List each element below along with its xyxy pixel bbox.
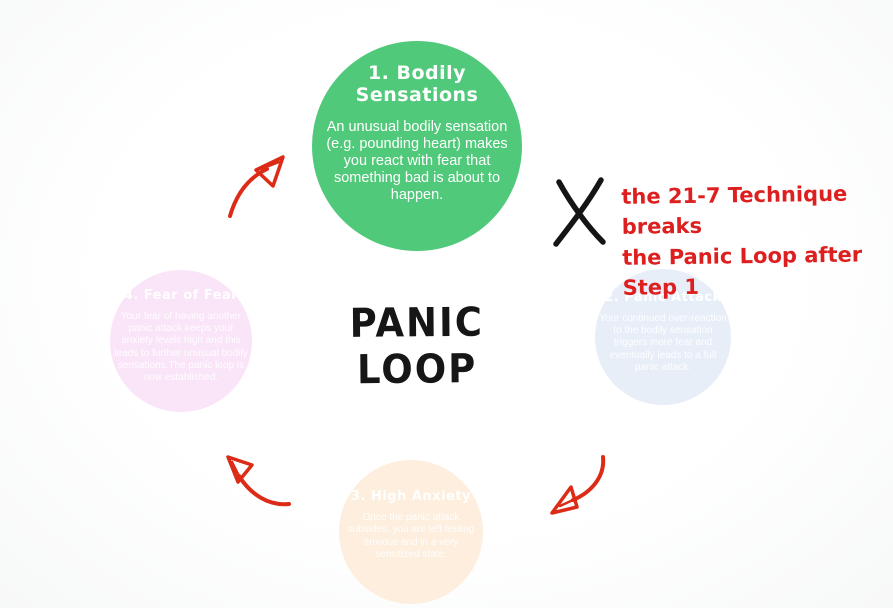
annotation-line1: the 21-7 Technique breaks xyxy=(621,181,848,240)
step4-heading: 4. Fear of Fear xyxy=(123,287,239,303)
arrow-step2-to-step3-icon xyxy=(550,455,606,515)
step1-body: An unusual bodily sensation (e.g. poundi… xyxy=(326,118,508,204)
step3-body: Once the panic attack subsides, you are … xyxy=(347,512,475,560)
step-circle-bodily-sensations: 1. Bodily Sensations An unusual bodily s… xyxy=(312,41,522,251)
step4-body: Your fear of having another panic attack… xyxy=(114,310,248,383)
step-circle-panic-attack: 2. Panic Attack Your continued over-reac… xyxy=(595,269,731,405)
step-circle-high-anxiety: 3. High Anxiety Once the panic attack su… xyxy=(339,460,483,604)
step-circle-fear-of-fear: 4. Fear of Fear Your fear of having anot… xyxy=(110,270,252,412)
diagram-title: PANIC LOOP xyxy=(349,298,485,394)
step1-heading: 1. Bodily Sensations xyxy=(355,61,479,106)
arrow-step4-to-step1-icon xyxy=(228,155,285,218)
step2-heading: 2. Panic Attack xyxy=(604,290,722,306)
step3-heading: 3. High Anxiety xyxy=(350,489,472,505)
annotation-line2: the Panic Loop after Step 1 xyxy=(622,242,863,301)
annotation-note: the 21-7 Technique breaks the Panic Loop… xyxy=(621,178,893,304)
x-cross-icon xyxy=(553,177,606,247)
arrow-step3-to-step4-icon xyxy=(226,455,291,507)
step2-body: Your continued over-reaction to the bodi… xyxy=(599,313,727,373)
